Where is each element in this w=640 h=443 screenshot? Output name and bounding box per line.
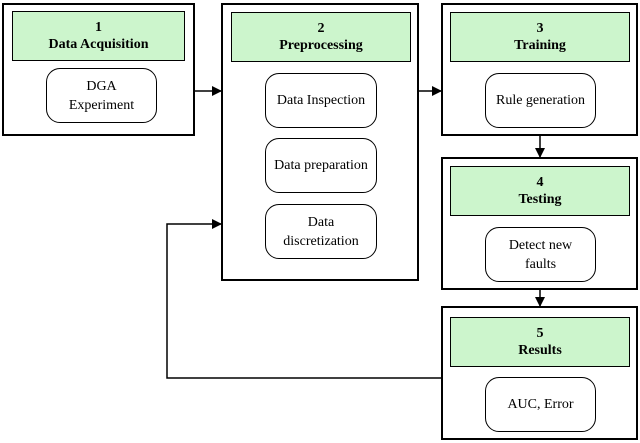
stage-4-box: 4 Testing Detect new faults xyxy=(441,157,638,290)
stage-2-header: 2 Preprocessing xyxy=(231,12,411,62)
stage-3-number: 3 xyxy=(536,21,544,36)
stage-1-title: Data Acquisition xyxy=(48,37,149,52)
step-data-preparation: Data preparation xyxy=(265,138,377,193)
stage-1-number: 1 xyxy=(95,20,102,35)
stage-1-box: 1 Data Acquisition DGA Experiment xyxy=(2,3,195,136)
step-rule-generation: Rule generation xyxy=(485,73,596,128)
stage-2-title: Preprocessing xyxy=(279,38,363,53)
step-data-inspection: Data Inspection xyxy=(265,73,377,128)
stage-2-number: 2 xyxy=(317,21,325,36)
stage-1-header: 1 Data Acquisition xyxy=(12,11,185,61)
step-detect-new-faults: Detect new faults xyxy=(485,227,596,282)
step-auc-error: AUC, Error xyxy=(485,377,596,432)
stage-2-box: 2 Preprocessing Data Inspection Data pre… xyxy=(221,3,419,281)
stage-4-title: Testing xyxy=(518,192,562,207)
stage-3-header: 3 Training xyxy=(450,12,630,62)
step-dga-experiment: DGA Experiment xyxy=(46,68,157,123)
stage-5-number: 5 xyxy=(536,326,544,341)
stage-5-box: 5 Results AUC, Error xyxy=(441,306,638,440)
arrow-5-feedback-to-2 xyxy=(166,219,443,379)
stage-4-header: 4 Testing xyxy=(450,166,630,216)
stage-3-box: 3 Training Rule generation xyxy=(441,3,638,136)
stage-5-header: 5 Results xyxy=(450,317,630,367)
stage-3-title: Training xyxy=(514,38,566,53)
step-data-discretization: Data discretization xyxy=(265,204,377,259)
stage-4-number: 4 xyxy=(536,175,544,190)
stage-5-title: Results xyxy=(518,343,562,358)
